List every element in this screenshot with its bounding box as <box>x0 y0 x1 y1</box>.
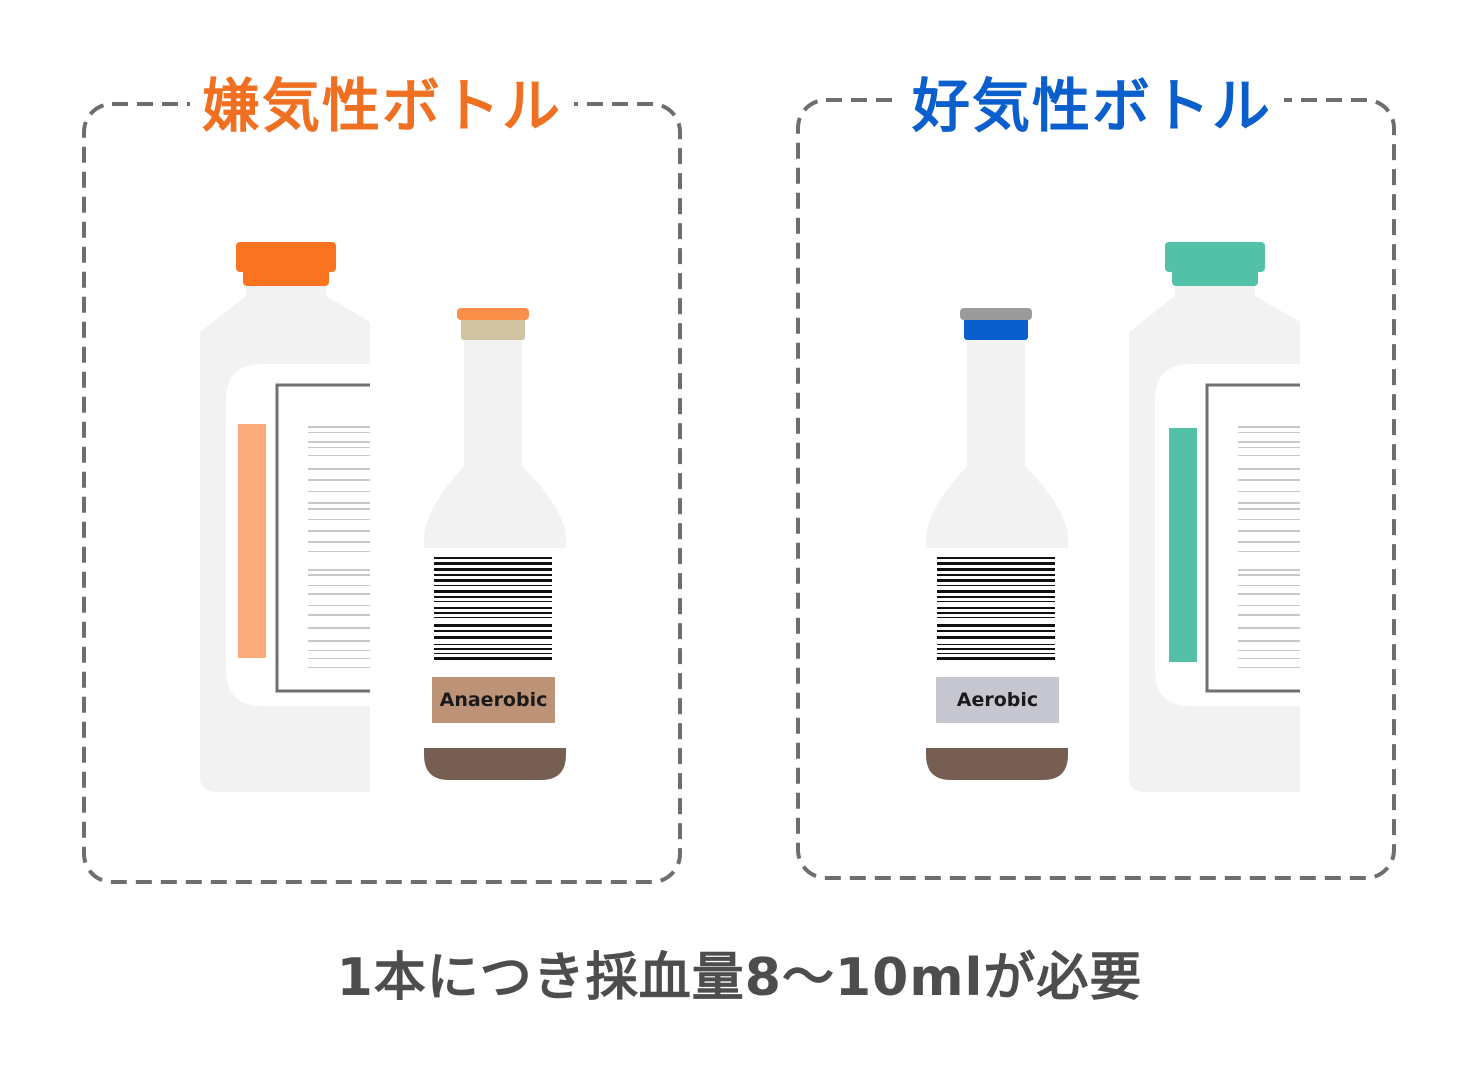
aerobic-large-bottle <box>1129 242 1300 792</box>
aerobic-label: Aerobic <box>936 677 1059 723</box>
anaerobic-large-bottle <box>200 242 370 792</box>
anaerobic-label: Anaerobic <box>432 677 555 723</box>
anaerobic-small-bottle <box>424 308 566 780</box>
anaerobic-panel-border <box>82 102 682 884</box>
anaerobic-bottle-title: 嫌気性ボトル <box>190 66 575 146</box>
blood-volume-caption: 1本につき採血量8〜10mlが必要 <box>336 948 1143 1008</box>
aerobic-panel-border <box>796 98 1396 880</box>
aerobic-bottle-title: 好気性ボトル <box>900 66 1285 146</box>
